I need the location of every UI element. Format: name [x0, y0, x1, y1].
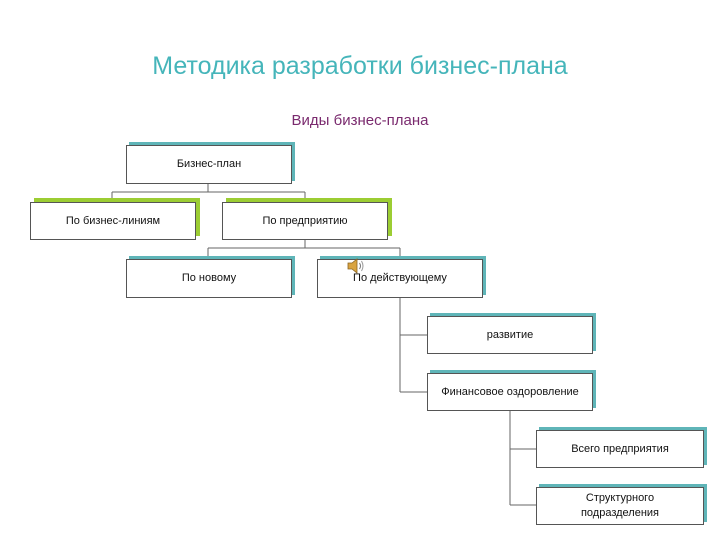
node-structural-unit: Структурного подразделения	[536, 487, 704, 525]
node-whole-enterprise: Всего предприятия	[536, 430, 704, 468]
node-existing: По действующему	[317, 259, 483, 298]
node-new: По новому	[126, 259, 292, 298]
node-structural-unit-line2: подразделения	[580, 507, 660, 519]
node-financial-recovery: Финансовое оздоровление	[427, 373, 593, 411]
page-title: Методика разработки бизнес-плана	[152, 52, 568, 80]
node-structural-unit-line1: Структурного	[585, 492, 655, 505]
node-business-plan: Бизнес-план	[126, 145, 292, 184]
diagram-subtitle: Виды бизнес-плана	[291, 112, 429, 129]
node-development: развитие	[427, 316, 593, 354]
node-by-business-lines: По бизнес-линиям	[30, 202, 196, 240]
speaker-icon[interactable]	[346, 257, 366, 275]
node-by-enterprise: По предприятию	[222, 202, 388, 240]
